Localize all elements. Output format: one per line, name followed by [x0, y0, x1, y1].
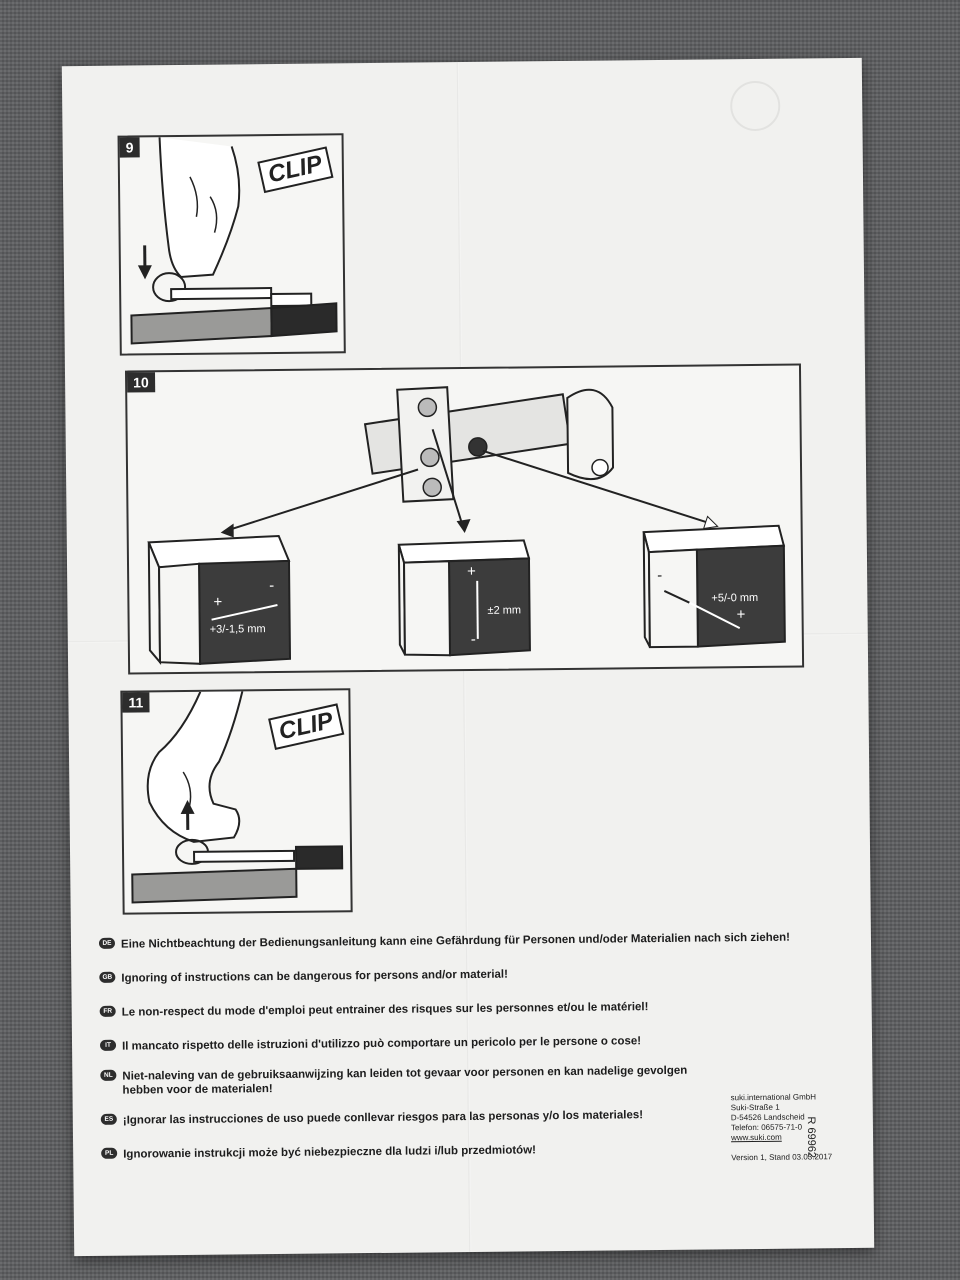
warning-nl: NL Niet-naleving van de gebruiksaanwijzi…: [100, 1063, 722, 1097]
right-minus-sign: -: [657, 566, 663, 585]
flag-pl-icon: PL: [101, 1147, 118, 1159]
company-city: D-54526 Landscheid: [730, 1112, 805, 1123]
center-plus-sign: +: [467, 562, 476, 581]
right-tolerance-label: +5/-0 mm: [711, 591, 759, 605]
step-9-illustration: [130, 137, 338, 345]
step-9-panel: 9 CLIP: [117, 133, 346, 356]
flag-nl-icon: NL: [100, 1069, 117, 1081]
warning-gb: GB Ignoring of instructions can be dange…: [99, 965, 801, 986]
left-minus-sign: -: [269, 577, 275, 595]
flag-de-icon: DE: [98, 937, 116, 949]
warning-es: ES ¡Ignorar las instrucciones de uso pue…: [100, 1108, 703, 1128]
right-plus-sign: +: [736, 606, 746, 624]
warning-de: DE Eine Nichtbeachtung der Bedienungsanl…: [98, 931, 801, 952]
left-plus-sign: +: [213, 593, 223, 611]
step-10-illustration: [147, 386, 786, 665]
flag-fr-icon: FR: [99, 1005, 116, 1017]
center-minus-sign: -: [470, 630, 476, 648]
step-11-panel: 11 CLIP: [120, 688, 353, 915]
document-number: R 69962: [804, 1116, 818, 1159]
warning-pl: PL Ignorowanie instrukcji może być niebe…: [101, 1142, 703, 1162]
company-name: suki.international GmbH: [730, 1092, 817, 1103]
step-10-panel: 10: [124, 363, 805, 675]
flag-es-icon: ES: [100, 1113, 117, 1125]
warning-it: IT Il mancato rispetto delle istruzioni …: [99, 1033, 802, 1054]
left-tolerance-label: +3/-1,5 mm: [209, 623, 266, 636]
step-11-illustration: [131, 691, 344, 904]
flag-it-icon: IT: [99, 1039, 117, 1051]
warning-fr: FR Le non-respect du mode d'emploi peut …: [99, 999, 802, 1020]
center-tolerance-label: ±2 mm: [487, 604, 522, 617]
company-website-link[interactable]: www.suki.com: [731, 1132, 782, 1143]
instruction-sheet: 9 CLIP 10: [61, 57, 875, 1257]
flag-gb-icon: GB: [99, 971, 116, 983]
company-address: suki.international GmbH Suki-Straße 1 D-…: [731, 1092, 817, 1143]
faint-logo-icon: [729, 80, 781, 132]
